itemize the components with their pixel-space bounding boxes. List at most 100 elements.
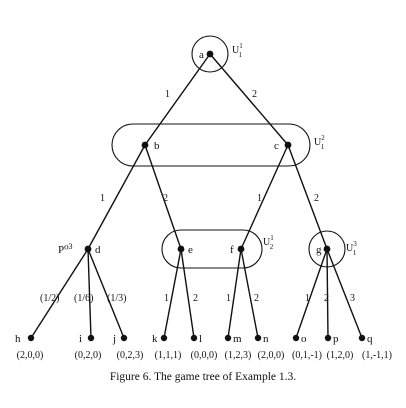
info-label-U1-2-sup: 2 <box>321 134 325 142</box>
edge-d-i <box>87 248 92 339</box>
info-label-U1-1-sub: 1 <box>238 51 242 59</box>
info-label-U1-1-sup: 1 <box>239 42 243 50</box>
node-label-d: d <box>95 244 101 256</box>
edge-c-f <box>240 144 289 250</box>
edge-label-c-f: 1 <box>257 193 262 204</box>
payoff-j: (0,2,3) <box>117 350 144 361</box>
edge-label-d-j: (1/3) <box>107 293 126 304</box>
edge-label-g-p: 2 <box>324 293 329 304</box>
edge-f-m <box>227 248 242 339</box>
info-label-U1-3-sup: 3 <box>353 240 357 248</box>
edge-c-g <box>287 144 328 250</box>
info-label-U1-2-base: U <box>314 137 322 148</box>
node-label-l: l <box>199 333 202 345</box>
node-label-p: p <box>333 333 339 345</box>
edge-label-a-b: 1 <box>165 89 170 100</box>
edge-label-a-c: 2 <box>252 89 257 100</box>
info-label-U2-1-sub: 2 <box>270 243 274 251</box>
edge-label-e-k: 1 <box>164 293 169 304</box>
node-label-c: c <box>274 140 279 152</box>
node-label-i: i <box>79 333 82 345</box>
info-label-U2-1-sup: 1 <box>270 234 274 242</box>
node-m <box>224 334 232 342</box>
node-b <box>141 141 149 149</box>
edge-g-o <box>295 248 328 339</box>
node-k <box>160 334 168 342</box>
payoff-o: (0,1,-1) <box>292 350 322 361</box>
edge-g-q <box>326 248 363 339</box>
edge-label-f-n: 2 <box>254 293 259 304</box>
node-a <box>206 50 214 58</box>
node-l <box>190 334 198 342</box>
node-p <box>324 334 332 342</box>
edge-label-b-e: 2 <box>163 193 168 204</box>
node-o <box>292 334 300 342</box>
payoff-p: (1,2,0) <box>327 350 354 361</box>
edge-b-d <box>87 144 146 250</box>
edge-f-n <box>240 248 259 339</box>
payoff-n: (2,0,0) <box>258 350 285 361</box>
edge-label-d-i: (1/6) <box>74 293 93 304</box>
payoff-h: (2,0,0) <box>17 350 44 361</box>
node-label-g: g <box>316 244 322 256</box>
info-label-U1-3-sub: 1 <box>353 249 357 257</box>
payoff-i: (0,2,0) <box>75 350 102 361</box>
info-label-U1-3-base: U <box>346 243 354 254</box>
node-j <box>120 334 128 342</box>
edge-d-j <box>87 248 125 339</box>
node-n <box>254 334 262 342</box>
node-label-f: f <box>230 244 234 256</box>
edge-label-b-d: 1 <box>100 193 105 204</box>
node-label-n: n <box>263 333 269 345</box>
edge-label-g-o: 1 <box>305 293 310 304</box>
edge-label-g-q: 3 <box>350 293 355 304</box>
chance-player-P0: P⁰ <box>58 244 69 256</box>
node-h <box>27 334 35 342</box>
node-q <box>358 334 366 342</box>
node-label-a: a <box>199 49 204 61</box>
info-label-U1-1-base: U <box>232 45 240 56</box>
info-set-U1-1 <box>191 35 229 73</box>
edge-a-b <box>144 53 211 146</box>
node-i <box>87 334 95 342</box>
figure-caption: Figure 6. The game tree of Example 1.3. <box>109 371 297 383</box>
node-label-k: k <box>152 333 158 345</box>
info-label-U1-2-sub: 1 <box>321 143 325 151</box>
edge-b-e <box>144 144 182 250</box>
node-label-e: e <box>188 244 193 256</box>
payoff-m: (1,2,3) <box>225 350 252 361</box>
node-label-q: q <box>367 333 373 345</box>
edge-label-c-g: 2 <box>314 193 319 204</box>
edge-d-h <box>30 248 89 339</box>
edge-label-d-h: (1/2) <box>40 293 59 304</box>
node-f <box>237 245 245 253</box>
info-label-U2-1-base: U <box>263 237 271 248</box>
info-set-U2-1 <box>161 229 263 269</box>
edge-label-f-m: 1 <box>226 293 231 304</box>
node-d <box>84 245 92 253</box>
info-set-U1-2 <box>111 123 311 167</box>
edge-a-c <box>209 53 289 146</box>
edge-label-e-l: 2 <box>193 293 198 304</box>
node-label-o: o <box>301 333 307 345</box>
node-c <box>284 141 292 149</box>
payoff-k: (1,1,1) <box>155 350 182 361</box>
edge-e-l <box>180 248 195 339</box>
payoff-q: (1,-1,1) <box>362 350 392 361</box>
chance-player-label: P⁰3 <box>58 242 73 256</box>
node-e <box>177 245 185 253</box>
edge-e-k <box>163 248 182 339</box>
payoff-l: (0,0,0) <box>191 350 218 361</box>
node-label-h: h <box>15 333 21 345</box>
node-label-b: b <box>154 140 160 152</box>
node-label-m: m <box>233 333 242 345</box>
node-label-j: j <box>112 333 116 345</box>
edge-g-p <box>326 248 329 339</box>
node-g <box>323 245 331 253</box>
chance-player-sup: 3 <box>69 242 73 251</box>
